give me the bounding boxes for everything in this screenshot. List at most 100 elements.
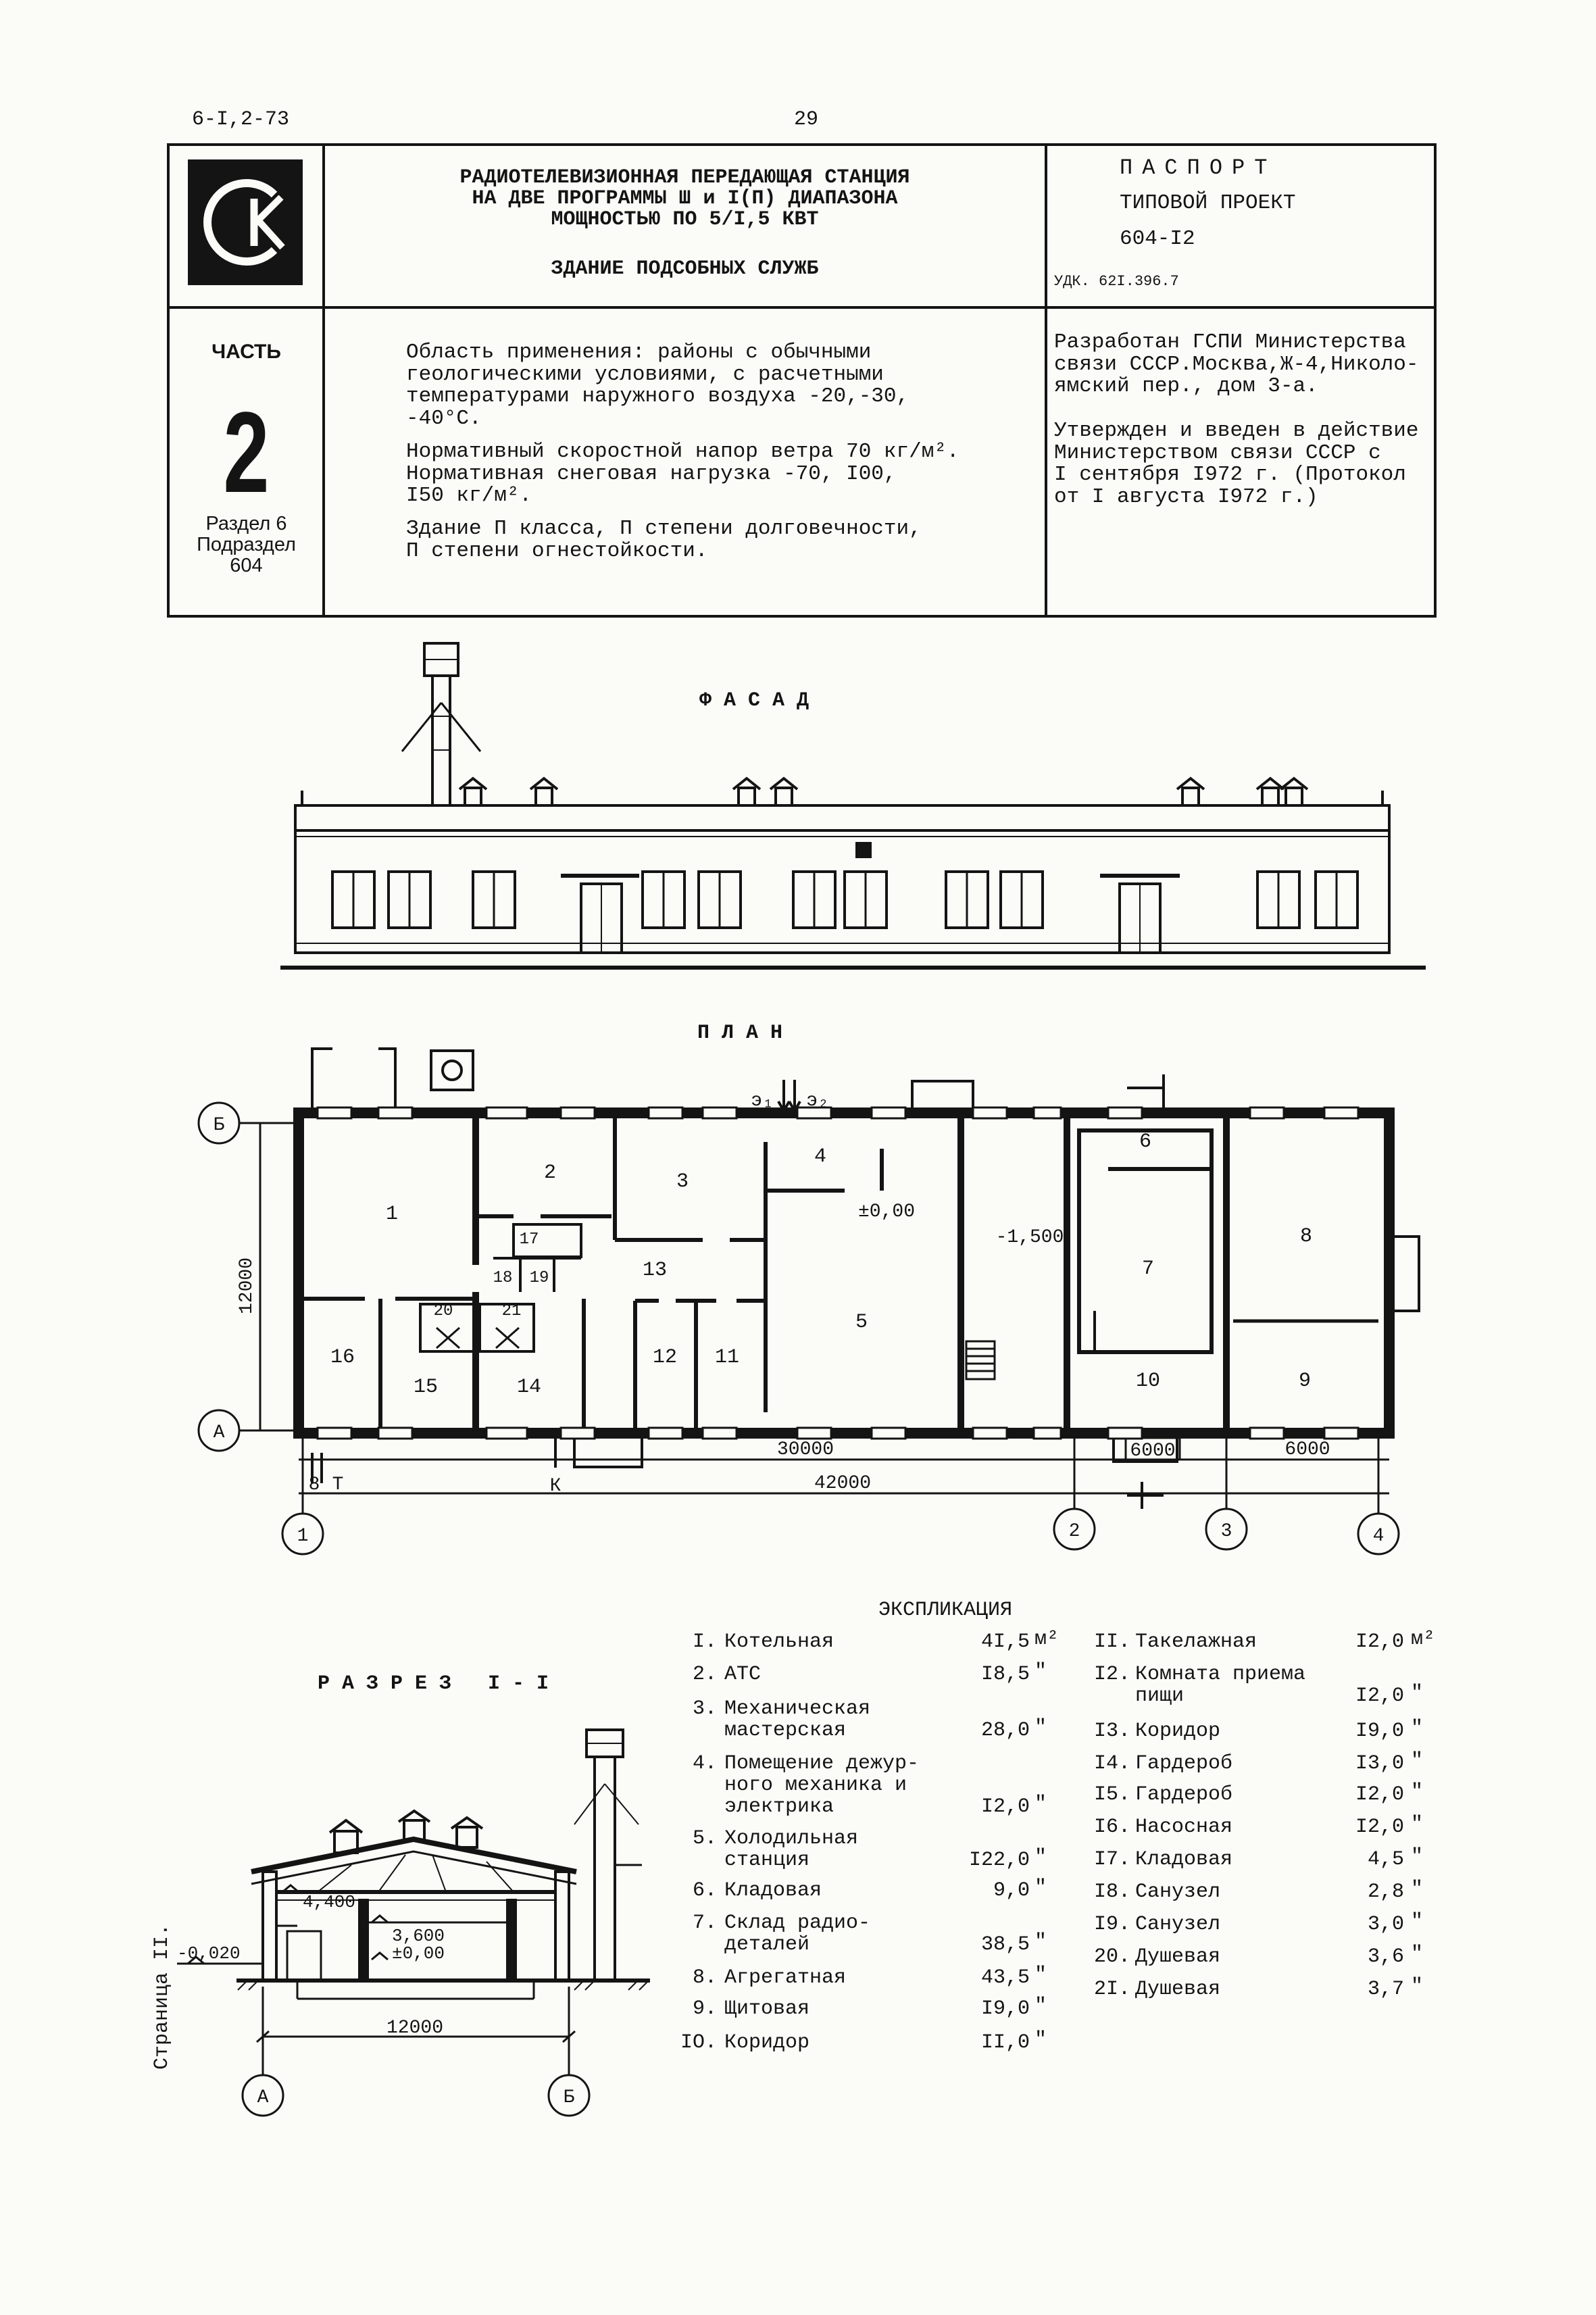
area-unit: м² <box>1034 1628 1059 1651</box>
window-opening <box>316 1106 353 1120</box>
room-name: Насосная <box>1135 1816 1233 1839</box>
room-number: 17 <box>520 1230 539 1249</box>
plan-labels: Б А 1 2 3 4 12000 30000 6000 6000 42000 … <box>214 1091 1385 1547</box>
area-unit: " <box>1034 1931 1047 1953</box>
room-number: 5 <box>855 1311 868 1334</box>
axis-marker-3 <box>1205 1508 1248 1551</box>
room-name: Щитовая <box>724 1997 810 2020</box>
room-area: 43,5 <box>980 1966 1030 1989</box>
utility-label: Т <box>332 1474 344 1495</box>
series-code: 6-I,2-73 <box>192 108 290 131</box>
roof-vent <box>1255 776 1285 807</box>
dimension-span-right: 6000 <box>1285 1439 1330 1460</box>
text-line: от I августа I972 г.) <box>1054 484 1318 509</box>
area-unit: " <box>1034 1793 1047 1816</box>
room-number: 11 <box>715 1346 739 1369</box>
room-name: Помещение дежур- ного механика и электри… <box>724 1752 920 1818</box>
facade-window <box>1314 870 1359 929</box>
room-area: 4I,5 <box>980 1631 1030 1653</box>
window-opening <box>485 1426 528 1440</box>
title-block-divider <box>1045 143 1047 618</box>
axis-marker-a <box>241 2074 284 2117</box>
room-number: 6 <box>1139 1130 1151 1153</box>
text-line: Нормативная снеговая нагрузка -70, I00, <box>406 462 897 486</box>
window-opening <box>647 1426 684 1440</box>
project-title-line: МОЩНОСТЬЮ ПО 5/I,5 КВТ <box>551 208 819 231</box>
plan-drawing <box>197 1047 1420 1555</box>
chimney <box>401 642 482 807</box>
room-number: 9 <box>1299 1370 1311 1393</box>
room-name: Котельная <box>724 1631 834 1653</box>
window-opening <box>701 1106 738 1120</box>
room-name: Склад радио- деталей <box>724 1912 871 1956</box>
application-paragraph: Область применения: районы с обычными ге… <box>406 341 909 430</box>
title-block <box>167 143 1437 618</box>
room-index: I4. <box>1093 1752 1130 1775</box>
stair <box>965 1340 996 1380</box>
axis-label-4: 4 <box>1373 1526 1385 1547</box>
loads-paragraph: Нормативный скоростной напор ветра 70 кг… <box>406 441 959 507</box>
room-number: 7 <box>1142 1258 1154 1280</box>
room-area: 3,0 <box>1367 1913 1404 1936</box>
room-name: Гардероб <box>1135 1783 1233 1806</box>
axis-label-b: Б <box>564 2087 575 2108</box>
text-line: П степени огнестойкости. <box>406 539 708 563</box>
roof-vents <box>328 1809 484 1854</box>
approval-paragraph: Утвержден и введен в действие Министерст… <box>1054 420 1419 508</box>
text-line: Разработан ГСПИ Министерства <box>1054 330 1406 354</box>
window-opening <box>377 1426 414 1440</box>
section-info: Раздел 6 Подраздел 604 <box>170 514 322 576</box>
column <box>506 1899 517 1982</box>
room-number: 3 <box>676 1170 689 1193</box>
roof-vent <box>529 776 559 807</box>
room-area: I2,0 <box>1355 1783 1404 1806</box>
facade-window <box>331 870 376 929</box>
part-number: 2 <box>223 389 270 517</box>
axis-label-1: 1 <box>297 1526 309 1547</box>
dimension-total: 42000 <box>814 1473 871 1494</box>
room-area: 4,5 <box>1367 1848 1404 1871</box>
dimension-span-main: 30000 <box>777 1439 834 1460</box>
text-line: Утвержден и введен в действие <box>1054 419 1419 443</box>
room-index: II. <box>1093 1631 1130 1653</box>
room-number: 10 <box>1136 1370 1160 1393</box>
room-index: 6. <box>692 1879 717 1902</box>
text-line: I50 кг/м². <box>406 484 532 507</box>
text-line: геологическими условиями, с расчетными <box>406 362 884 387</box>
room-index: I3. <box>1093 1720 1130 1743</box>
level-ceiling: 3,600 <box>392 1926 445 1946</box>
utility-label: э₂ <box>806 1091 829 1112</box>
axis-marker-b <box>547 2074 591 2117</box>
project-title-line: НА ДВЕ ПРОГРАММЫ Ш и I(П) ДИАПАЗОНА <box>472 187 898 210</box>
window-opening <box>316 1426 353 1440</box>
area-unit: " <box>1034 1876 1047 1899</box>
window-opening <box>870 1426 907 1440</box>
level-floor: ±0,00 <box>858 1201 915 1222</box>
room-index: 9. <box>692 1997 717 2020</box>
room-name: Санузел <box>1135 1913 1221 1936</box>
window-opening <box>796 1426 832 1440</box>
room-name: Кладовая <box>724 1879 822 1902</box>
area-unit: " <box>1411 1845 1424 1868</box>
window-opening <box>1107 1426 1143 1440</box>
level-eaves: 4,400 <box>303 1892 355 1912</box>
room-index: I8. <box>1093 1881 1130 1903</box>
subsection-number: 604 <box>230 555 263 576</box>
room-number: 1 <box>386 1203 398 1226</box>
room-number: 20 <box>434 1302 453 1320</box>
area-unit: " <box>1411 1813 1424 1836</box>
logo <box>188 159 303 285</box>
axis-label-3: 3 <box>1221 1521 1232 1542</box>
room-index: I. <box>692 1631 717 1653</box>
section-drawing <box>177 1728 650 2117</box>
room-area: I8,5 <box>980 1663 1030 1686</box>
room-number: 4 <box>814 1145 826 1168</box>
room-area: I9,0 <box>1355 1720 1404 1743</box>
room-area: II,0 <box>980 2031 1030 2054</box>
room-index: 2I. <box>1093 1978 1130 2001</box>
room-index: 8. <box>692 1966 717 1989</box>
dimension-span-mid: 6000 <box>1130 1441 1175 1462</box>
roof-vent <box>1176 776 1205 807</box>
window-opening <box>1249 1106 1285 1120</box>
